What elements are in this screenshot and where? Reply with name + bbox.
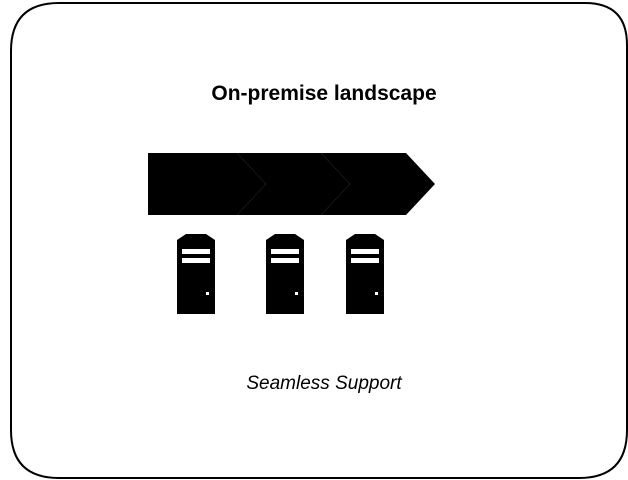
chevron-arrow-icon	[148, 153, 266, 215]
chevron-arrow-icon	[321, 153, 435, 215]
server-icon	[177, 234, 215, 314]
diagram-caption: Seamless Support	[246, 373, 402, 394]
diagram-title: On-premise landscape	[211, 82, 437, 105]
card-border	[10, 2, 628, 479]
server-icon	[266, 234, 304, 314]
server-icon	[346, 234, 384, 314]
chevron-arrow-icon	[237, 153, 350, 215]
